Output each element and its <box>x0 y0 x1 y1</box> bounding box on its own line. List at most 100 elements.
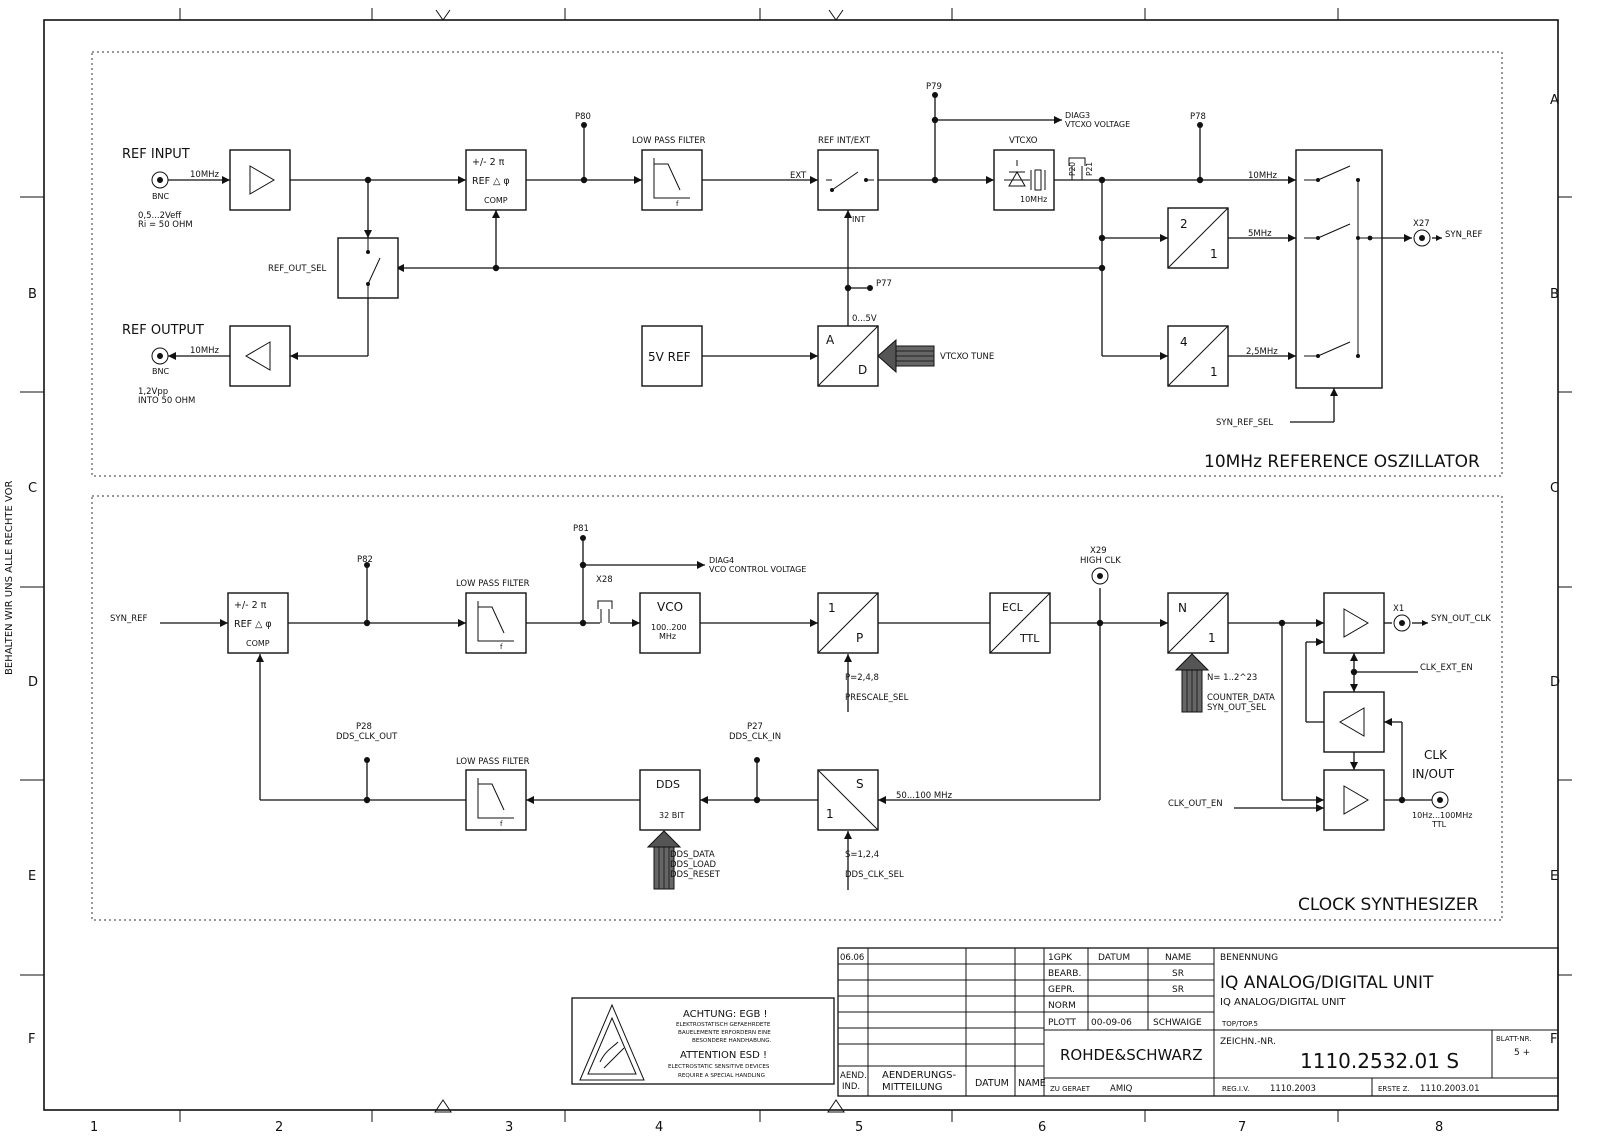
vtcxo-tune-bus-arrow <box>877 338 935 374</box>
drawing-title: IQ ANALOG/DIGITAL UNIT <box>1220 973 1434 993</box>
clk-input-buffer <box>1323 691 1385 753</box>
svg-text:D: D <box>858 363 867 377</box>
dds-clk-in-label: DDS_CLK_IN <box>729 732 781 742</box>
testpoint-p27: P27 <box>747 722 763 732</box>
svg-text:ELEKTROSTATISCH GEFAEHRDETE: ELEKTROSTATISCH GEFAEHRDETE <box>676 1022 771 1028</box>
ref-section-title: 10MHz REFERENCE OSZILLATOR <box>1204 452 1480 472</box>
grid-labels: 1 2 3 4 5 6 7 8 B C D E F A B C D E F <box>28 93 1560 1135</box>
connector-p20-p21 <box>1068 157 1086 180</box>
row-label: D <box>1550 675 1560 690</box>
phase-comparator <box>465 149 527 211</box>
svg-text:ECL: ECL <box>1002 601 1024 614</box>
svg-text:X1: X1 <box>1393 604 1404 614</box>
freq-label: 10MHz <box>190 170 220 180</box>
diag4-label: DIAG4 <box>709 556 734 565</box>
svg-text:MITTEILUNG: MITTEILUNG <box>882 1082 943 1093</box>
svg-text:1: 1 <box>1208 631 1216 645</box>
svg-text:LOW PASS FILTER: LOW PASS FILTER <box>456 757 530 767</box>
svg-text:f: f <box>676 200 679 208</box>
svg-text:P=2,4,8: P=2,4,8 <box>845 673 879 683</box>
svg-text:INT: INT <box>852 215 865 224</box>
svg-text:P21: P21 <box>1085 162 1094 176</box>
svg-text:00-09-06: 00-09-06 <box>1091 1018 1132 1028</box>
ref-int-ext-label: REF INT/EXT <box>818 136 871 146</box>
row-label: E <box>1550 869 1558 884</box>
svg-text:X27: X27 <box>1413 219 1430 229</box>
svg-text:X28: X28 <box>596 575 613 585</box>
svg-text:MHz: MHz <box>659 632 676 641</box>
svg-text:1110.2003.01: 1110.2003.01 <box>1420 1084 1479 1094</box>
svg-text:5MHz: 5MHz <box>1248 229 1272 239</box>
svg-text:ELECTROSTATIC SENSITIVE DEVICE: ELECTROSTATIC SENSITIVE DEVICES <box>668 1064 770 1070</box>
ref-oscillator-section: REF INPUT BNC 0,5...2Veff Ri = 50 OHM 10… <box>122 82 1482 472</box>
svg-text:50...100 MHz: 50...100 MHz <box>896 791 953 801</box>
ref-input-bnc <box>151 171 169 189</box>
ref-input-label: REF INPUT <box>122 147 190 162</box>
clk-inout-connector <box>1431 791 1449 809</box>
syn-ref-sel-label: SYN_REF_SEL <box>1216 418 1273 428</box>
row-label: F <box>1550 1032 1557 1047</box>
ref-output-label: REF OUTPUT <box>122 323 204 338</box>
svg-text:SCHWAIGE: SCHWAIGE <box>1153 1018 1202 1028</box>
testpoint-p78: P78 <box>1190 112 1206 122</box>
svg-text:+/- 2 π: +/- 2 π <box>472 157 505 168</box>
svg-text:REQUIRE A SPECIAL HANDLING: REQUIRE A SPECIAL HANDLING <box>678 1073 765 1079</box>
svg-text:S=1,2,4: S=1,2,4 <box>845 850 879 860</box>
svg-text:DATUM: DATUM <box>975 1078 1009 1089</box>
lpf-label: LOW PASS FILTER <box>632 136 706 146</box>
svg-text:06.06: 06.06 <box>840 953 864 963</box>
output-amplifier <box>229 325 291 387</box>
svg-text:HIGH CLK: HIGH CLK <box>1080 556 1121 566</box>
clk-out-en-label: CLK_OUT_EN <box>1168 799 1223 809</box>
5v-reference <box>641 325 703 387</box>
col-label: 3 <box>505 1120 513 1135</box>
clk-phase-comparator <box>227 592 289 654</box>
svg-text:N= 1..2^23: N= 1..2^23 <box>1207 673 1257 683</box>
output-spec: 1,2Vpp <box>138 387 168 397</box>
svg-text:TOP/TOP.5: TOP/TOP.5 <box>1221 1020 1258 1028</box>
syn-ref-selector <box>1295 149 1383 389</box>
clk-inout-label: CLK <box>1424 748 1448 762</box>
company-name: ROHDE&SCHWARZ <box>1060 1046 1202 1064</box>
dds-data-label: DDS_DATA <box>670 850 715 860</box>
col-label: 1 <box>90 1120 98 1135</box>
row-label: B <box>1550 287 1559 302</box>
esd-warning: ACHTUNG: EGB ! ELEKTROSTATISCH GEFAEHRDE… <box>571 997 835 1085</box>
svg-text:4: 4 <box>1180 335 1188 349</box>
svg-text:BAUELEMENTE ERFORDERN EINE: BAUELEMENTE ERFORDERN EINE <box>678 1030 771 1036</box>
testpoint-p79: P79 <box>926 82 942 92</box>
dds-load-label: DDS_LOAD <box>670 860 717 870</box>
ref-output-bnc <box>151 347 169 365</box>
svg-text:2: 2 <box>1180 217 1188 231</box>
syn-out-clk-label: SYN_OUT_CLK <box>1431 614 1491 624</box>
svg-text:GEPR.: GEPR. <box>1048 985 1075 995</box>
svg-text:EXT: EXT <box>790 171 807 181</box>
diag3-label: DIAG3 <box>1065 111 1090 120</box>
svg-text:f: f <box>500 643 503 651</box>
bnc-label: BNC <box>152 192 169 201</box>
svg-text:AMIQ: AMIQ <box>1110 1084 1133 1094</box>
svg-text:1: 1 <box>828 601 836 615</box>
svg-text:+/- 2 π: +/- 2 π <box>234 600 267 611</box>
svg-text:1: 1 <box>1210 365 1218 379</box>
clk-inout-label: IN/OUT <box>1412 767 1455 781</box>
drawing-number: 1110.2532.01 S <box>1300 1049 1459 1073</box>
output-spec: INTO 50 OHM <box>138 396 195 406</box>
svg-text:REG.I.V.: REG.I.V. <box>1222 1085 1249 1093</box>
svg-text:100..200: 100..200 <box>651 623 687 632</box>
dds-low-pass-filter <box>465 769 527 831</box>
rights-note: BEHALTEN WIR UNS ALLE RECHTE VOR <box>4 481 15 676</box>
row-label: D <box>28 675 38 690</box>
input-spec: Ri = 50 OHM <box>138 220 193 230</box>
dds-clk-sel-label: DDS_CLK_SEL <box>845 870 904 880</box>
svg-text:5 +: 5 + <box>1514 1048 1530 1058</box>
row-label: E <box>28 869 36 884</box>
svg-text:1: 1 <box>1210 247 1218 261</box>
svg-text:REF △ φ: REF △ φ <box>234 619 272 630</box>
clk-output-buffer <box>1323 769 1385 831</box>
col-label: 2 <box>275 1120 283 1135</box>
svg-text:A: A <box>826 333 835 347</box>
counter-data-label: COUNTER_DATA <box>1207 693 1275 703</box>
syn-out-sel-label: SYN_OUT_SEL <box>1207 703 1266 713</box>
svg-text:BLATT-NR.: BLATT-NR. <box>1496 1035 1532 1043</box>
